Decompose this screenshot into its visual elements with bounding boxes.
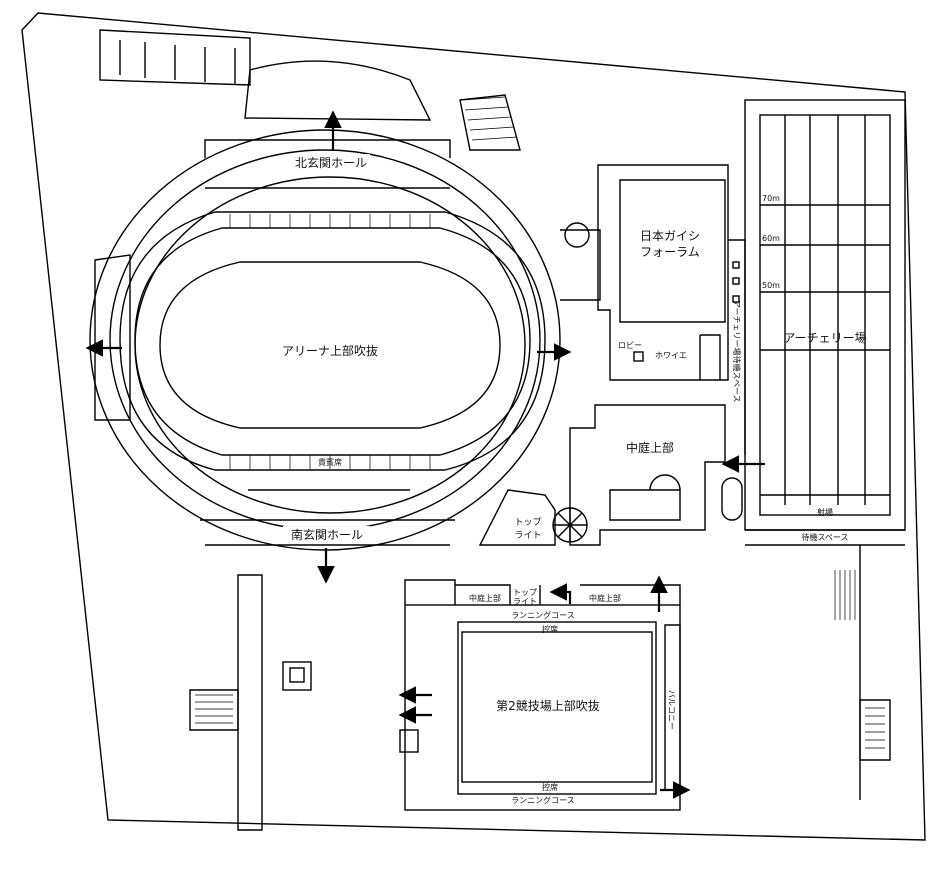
toplight-label-line1: トップ — [514, 517, 541, 528]
gym2-inner — [457, 621, 657, 795]
toplight-label-line2: ライト — [514, 530, 541, 541]
benches-bottom-label: 控席 — [542, 782, 558, 792]
gym2-void-label: 第2競技場上部吹抜 — [496, 698, 600, 713]
arena-floor — [159, 261, 501, 429]
dist-70-label: 70m — [762, 194, 780, 203]
running-course-bottom-label: ランニングコース — [511, 795, 575, 805]
east-spiral — [564, 222, 590, 248]
forum-label-line2: フォーラム — [640, 245, 700, 259]
dist-50-label: 50m — [762, 281, 780, 290]
site-boundary — [21, 12, 926, 841]
south-west-strip — [237, 574, 263, 831]
courtyard-top-small-right: 中庭上部 — [589, 593, 621, 603]
courtyard-top-small-left: 中庭上部 — [469, 593, 501, 603]
courtyard-capsule — [721, 477, 743, 521]
dist-60-label: 60m — [762, 234, 780, 243]
arena-concourse-ring — [109, 149, 541, 531]
courtyard-top — [569, 404, 726, 546]
sw-stairs — [189, 689, 239, 731]
ne-stairs — [459, 94, 521, 151]
arrow-gym2-toplight — [549, 583, 572, 604]
gym2-court — [461, 631, 653, 783]
north-hall — [204, 139, 451, 189]
south-hall — [200, 519, 455, 546]
courtyard-top-label: 中庭上部 — [626, 440, 674, 455]
archery-range — [744, 99, 906, 531]
seating-mid — [134, 227, 531, 456]
north-hall-label: 北玄関ホール — [295, 155, 367, 170]
running-course-top-label: ランニングコース — [511, 610, 575, 620]
foyer-label: ホワイエ — [655, 351, 687, 360]
waiting-space-label: 待機スペース — [801, 532, 848, 542]
forum-building — [597, 164, 729, 381]
vip-seats-label: 貴賓席 — [318, 457, 342, 467]
archery-waiting-label: アーチェリー場待機スペース — [732, 300, 742, 403]
shooting-place-label: 射場 — [817, 507, 833, 517]
se-stairs — [859, 699, 891, 761]
benches-top-label: 控席 — [542, 624, 558, 634]
seating-outer — [119, 211, 546, 471]
lobby-label: ロビー — [618, 341, 642, 350]
lobby-pillar — [633, 351, 644, 362]
south-west-box — [282, 661, 312, 691]
toplight-small-line1: トップ — [513, 588, 537, 597]
north-entrance-structure — [99, 29, 251, 86]
seat-stripes — [195, 96, 885, 749]
arena-void-label: アリーナ上部吹抜 — [282, 343, 378, 358]
forum-label-line1: 日本ガイシ — [640, 229, 700, 243]
balcony-label: バルコニー — [667, 690, 676, 730]
archery-label: アーチェリー場 — [783, 331, 866, 345]
toplight-small-line2: ライト — [513, 597, 537, 606]
south-hall-label: 南玄関ホール — [291, 527, 363, 542]
